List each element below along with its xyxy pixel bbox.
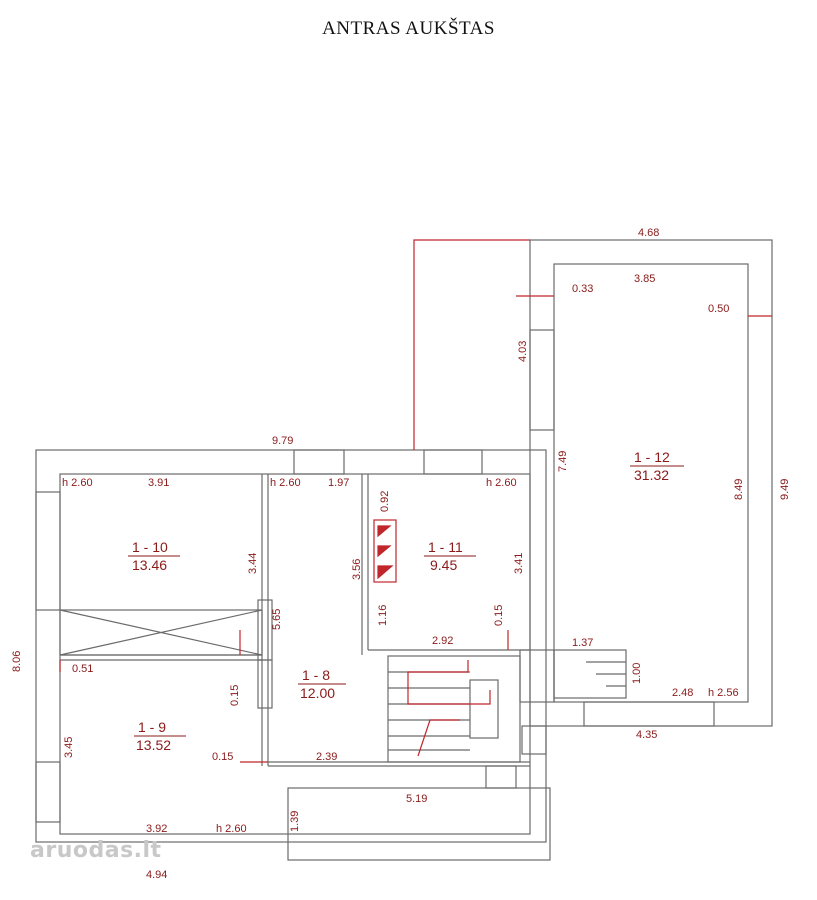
dim-2-39: 2.39 [316, 751, 337, 763]
dim-4-94: 4.94 [146, 869, 167, 881]
dim-3-56: 3.56 [351, 559, 363, 580]
plan-title: ANTRAS AUKŠTAS [322, 18, 495, 39]
room-1-9-id: 1 - 9 [138, 719, 166, 735]
window-6 [583, 701, 715, 727]
watermark: aruodas.lt [30, 838, 162, 863]
dim-5-65: 5.65 [271, 609, 283, 630]
dim-3-44: 3.44 [247, 553, 259, 574]
window-2 [423, 449, 483, 475]
inner-wall-main [59, 473, 531, 835]
dim-2-48: 2.48 [672, 687, 693, 699]
dim-4-35: 4.35 [636, 729, 657, 741]
dim-3-92: 3.92 [146, 823, 167, 835]
dim-h-260-d: h 2.60 [216, 823, 247, 835]
dim-4-68: 4.68 [638, 227, 659, 239]
room-1-11-area: 9.45 [430, 557, 457, 573]
dim-0-50: 0.50 [708, 303, 729, 315]
window-5 [529, 329, 555, 431]
dim-0-51: 0.51 [72, 663, 93, 675]
room-1-8-id: 1 - 8 [302, 667, 330, 683]
dim-0-33: 0.33 [572, 283, 593, 295]
dim-9-49: 9.49 [779, 479, 791, 500]
dim-0-15-c: 0.15 [212, 751, 233, 763]
room-1-12-area: 31.32 [634, 467, 669, 483]
dim-9-79: 9.79 [272, 435, 293, 447]
dim-5-19: 5.19 [406, 793, 427, 805]
room-labels: 1 - 10 13.46 1 - 11 9.45 1 - 12 31.32 1 … [128, 449, 684, 753]
dim-h-260-a: h 2.60 [62, 477, 93, 489]
dim-1-37: 1.37 [572, 637, 593, 649]
dim-0-92: 0.92 [379, 491, 391, 512]
dim-h-260-b: h 2.60 [270, 477, 301, 489]
dim-0-15-b: 0.15 [229, 685, 241, 706]
door-gap-2 [257, 659, 273, 709]
window-7 [485, 765, 517, 789]
dim-h-256: h 2.56 [708, 687, 739, 699]
wardrobe [59, 609, 263, 656]
window-3 [35, 491, 61, 611]
stair-well [469, 679, 499, 739]
room-1-8-area: 12.00 [300, 685, 335, 701]
dim-3-85: 3.85 [634, 273, 655, 285]
dim-1-39: 1.39 [289, 811, 301, 832]
balcony-outline [413, 239, 530, 450]
room-1-11-id: 1 - 11 [428, 539, 463, 555]
room-1-9-area: 13.52 [136, 737, 171, 753]
dim-8-06: 8.06 [11, 651, 23, 672]
room-1-10-id: 1 - 10 [132, 539, 168, 555]
dim-1-97: 1.97 [328, 477, 349, 489]
room-1-10-area: 13.46 [132, 557, 167, 573]
dim-3-91: 3.91 [148, 477, 169, 489]
chimney-flue-1 [377, 525, 392, 538]
staircase [387, 655, 521, 763]
lower-block [287, 787, 551, 861]
dim-1-16: 1.16 [377, 605, 389, 626]
door-gap-1 [257, 599, 273, 661]
chimney-flue-3 [377, 565, 394, 580]
stair-arrow [407, 660, 491, 705]
window-8 [521, 725, 547, 755]
window-4 [35, 761, 61, 823]
window-1 [293, 449, 345, 475]
outer-wall-main [35, 449, 547, 843]
room-1-12-id: 1 - 12 [634, 449, 670, 465]
dim-1-00: 1.00 [631, 663, 643, 684]
chimney-flue-2 [377, 545, 392, 558]
dim-3-41: 3.41 [513, 553, 525, 574]
dim-7-49: 7.49 [557, 451, 569, 472]
stair-arrow-2 [417, 719, 460, 757]
dim-8-49: 8.49 [733, 479, 745, 500]
stair-landing [519, 649, 555, 703]
chimney [373, 519, 397, 583]
dim-4-03: 4.03 [517, 341, 529, 362]
dim-0-15-a: 0.15 [493, 605, 505, 626]
dimension-labels: 4.68 3.85 0.33 0.50 4.03 9.79 7.49 8.49 … [11, 227, 791, 881]
dim-2-92: 2.92 [432, 635, 453, 647]
dim-3-45: 3.45 [63, 737, 75, 758]
wardrobe-cross-2 [59, 609, 263, 656]
dim-h-260-c: h 2.60 [486, 477, 517, 489]
